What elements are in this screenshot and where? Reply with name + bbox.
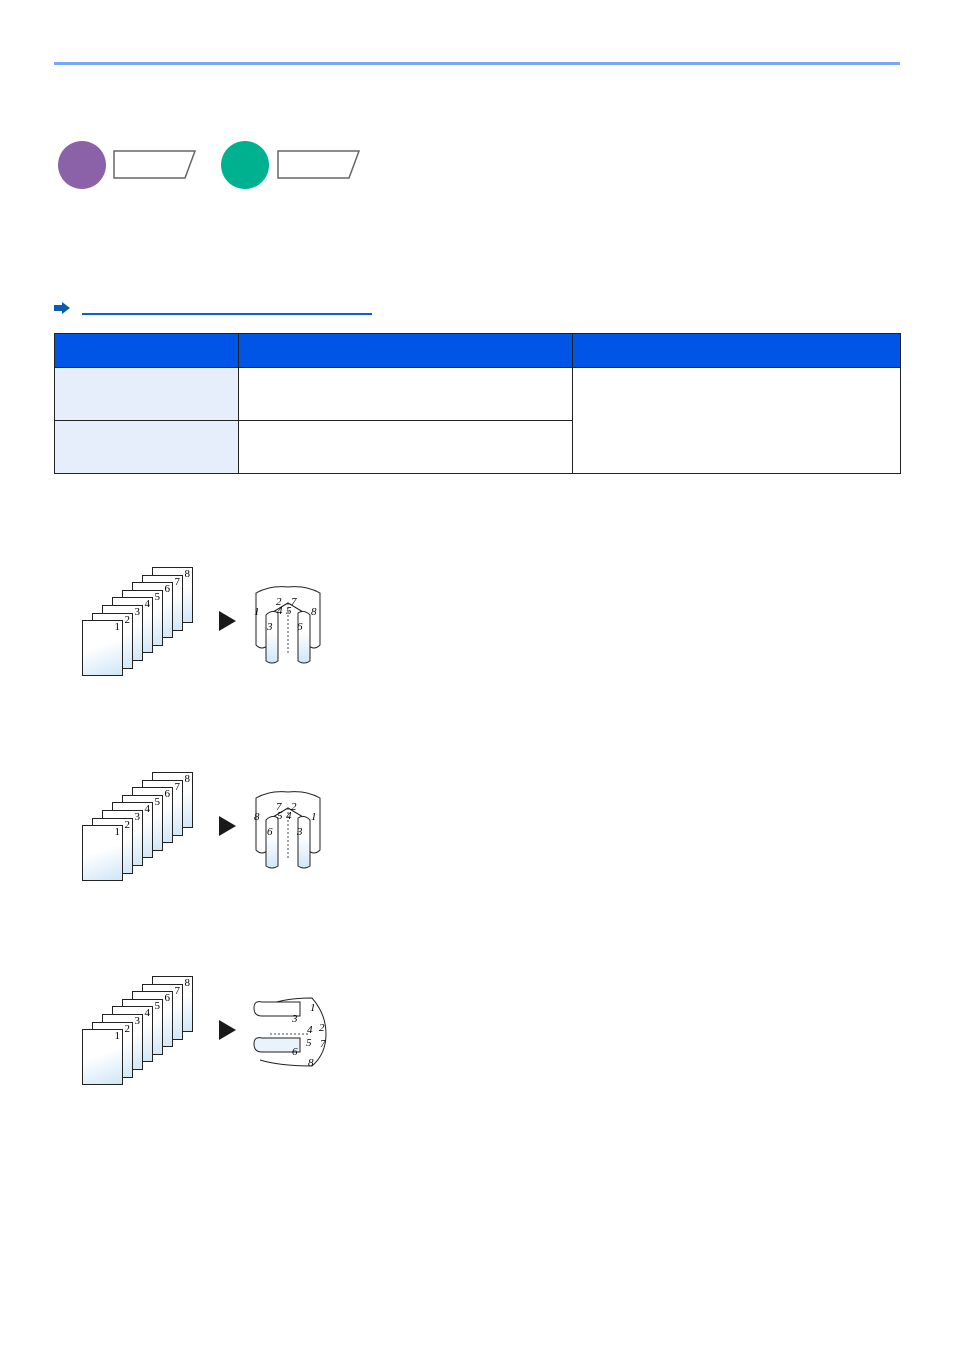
folded-page-number: 8 bbox=[254, 811, 260, 823]
header-rule bbox=[54, 62, 900, 65]
folded-page-number: 2 bbox=[319, 1022, 325, 1034]
page-number: 2 bbox=[124, 1022, 131, 1035]
key-label-box bbox=[113, 150, 197, 179]
folded-page-number: 6 bbox=[267, 826, 273, 838]
reference-link[interactable] bbox=[82, 313, 372, 315]
folded-page-number: 3 bbox=[291, 1013, 298, 1025]
folded-page-number: 7 bbox=[320, 1038, 326, 1050]
page-number: 3 bbox=[134, 606, 141, 618]
table-header-cell bbox=[572, 333, 901, 368]
page-number: 5 bbox=[154, 999, 161, 1012]
folded-page-number: 4 bbox=[277, 605, 283, 617]
table-cell-label bbox=[54, 420, 239, 474]
page-number: 2 bbox=[124, 818, 131, 831]
folded-page-number: 6 bbox=[297, 621, 303, 633]
play-arrow-icon bbox=[219, 611, 236, 631]
page-number: 4 bbox=[144, 803, 151, 816]
folded-page-number: 6 bbox=[292, 1046, 298, 1058]
page-sheet: 1 bbox=[82, 825, 123, 882]
folded-page-number: 2 bbox=[291, 801, 297, 813]
folded-page-number: 1 bbox=[254, 606, 260, 618]
folded-page-number: 4 bbox=[286, 810, 292, 822]
folded-page-number: 3 bbox=[296, 826, 303, 838]
play-arrow-icon bbox=[219, 816, 236, 836]
folded-page-number: 1 bbox=[311, 811, 317, 823]
play-arrow-icon bbox=[219, 1020, 236, 1040]
table-header-cell bbox=[238, 333, 573, 368]
page-number: 3 bbox=[134, 811, 141, 823]
settings-table bbox=[54, 333, 901, 474]
page-number: 7 bbox=[174, 780, 181, 793]
page-number: 6 bbox=[164, 583, 171, 596]
mode-icon-green bbox=[221, 141, 269, 189]
table-cell-label bbox=[54, 367, 239, 421]
table-header-cell bbox=[54, 333, 239, 368]
page-number: 7 bbox=[174, 984, 181, 997]
table-header-row bbox=[54, 333, 901, 368]
page-number: 7 bbox=[174, 575, 181, 588]
page-number: 5 bbox=[154, 795, 161, 808]
page-number: 1 bbox=[114, 826, 121, 839]
page-number: 1 bbox=[114, 621, 121, 634]
page-number: 6 bbox=[164, 992, 171, 1005]
page-number: 3 bbox=[134, 1015, 141, 1027]
page-sheet: 1 bbox=[82, 620, 123, 677]
table-row bbox=[54, 420, 901, 474]
page-number: 2 bbox=[124, 613, 131, 626]
table-cell-merged bbox=[572, 367, 901, 474]
mode-icon-purple bbox=[58, 141, 106, 189]
folded-page-number: 8 bbox=[308, 1057, 314, 1069]
folded-page-number: 4 bbox=[307, 1024, 313, 1036]
folded-page-number: 7 bbox=[276, 801, 282, 813]
folded-page-number: 7 bbox=[291, 596, 297, 608]
page-number: 8 bbox=[184, 568, 191, 580]
page-number: 6 bbox=[164, 788, 171, 801]
page-number: 8 bbox=[184, 773, 191, 785]
page-number: 8 bbox=[184, 977, 191, 989]
arrow-right-icon bbox=[54, 302, 70, 314]
page-number: 1 bbox=[114, 1030, 121, 1043]
table-row bbox=[54, 367, 901, 474]
folded-page-number: 1 bbox=[310, 1002, 316, 1014]
folded-page-number: 5 bbox=[306, 1037, 312, 1049]
folded-page-number: 3 bbox=[266, 621, 273, 633]
page-sheet: 1 bbox=[82, 1029, 123, 1086]
folded-page-number: 5 bbox=[277, 810, 283, 822]
page-number: 4 bbox=[144, 598, 151, 611]
page-number: 5 bbox=[154, 590, 161, 603]
table-cell bbox=[238, 367, 573, 421]
folded-page-number: 5 bbox=[286, 605, 292, 617]
table-cell bbox=[238, 420, 573, 474]
page-number: 4 bbox=[144, 1007, 151, 1020]
key-label-box bbox=[277, 150, 361, 179]
folded-page-number: 2 bbox=[276, 596, 282, 608]
folded-page-number: 8 bbox=[311, 606, 317, 618]
